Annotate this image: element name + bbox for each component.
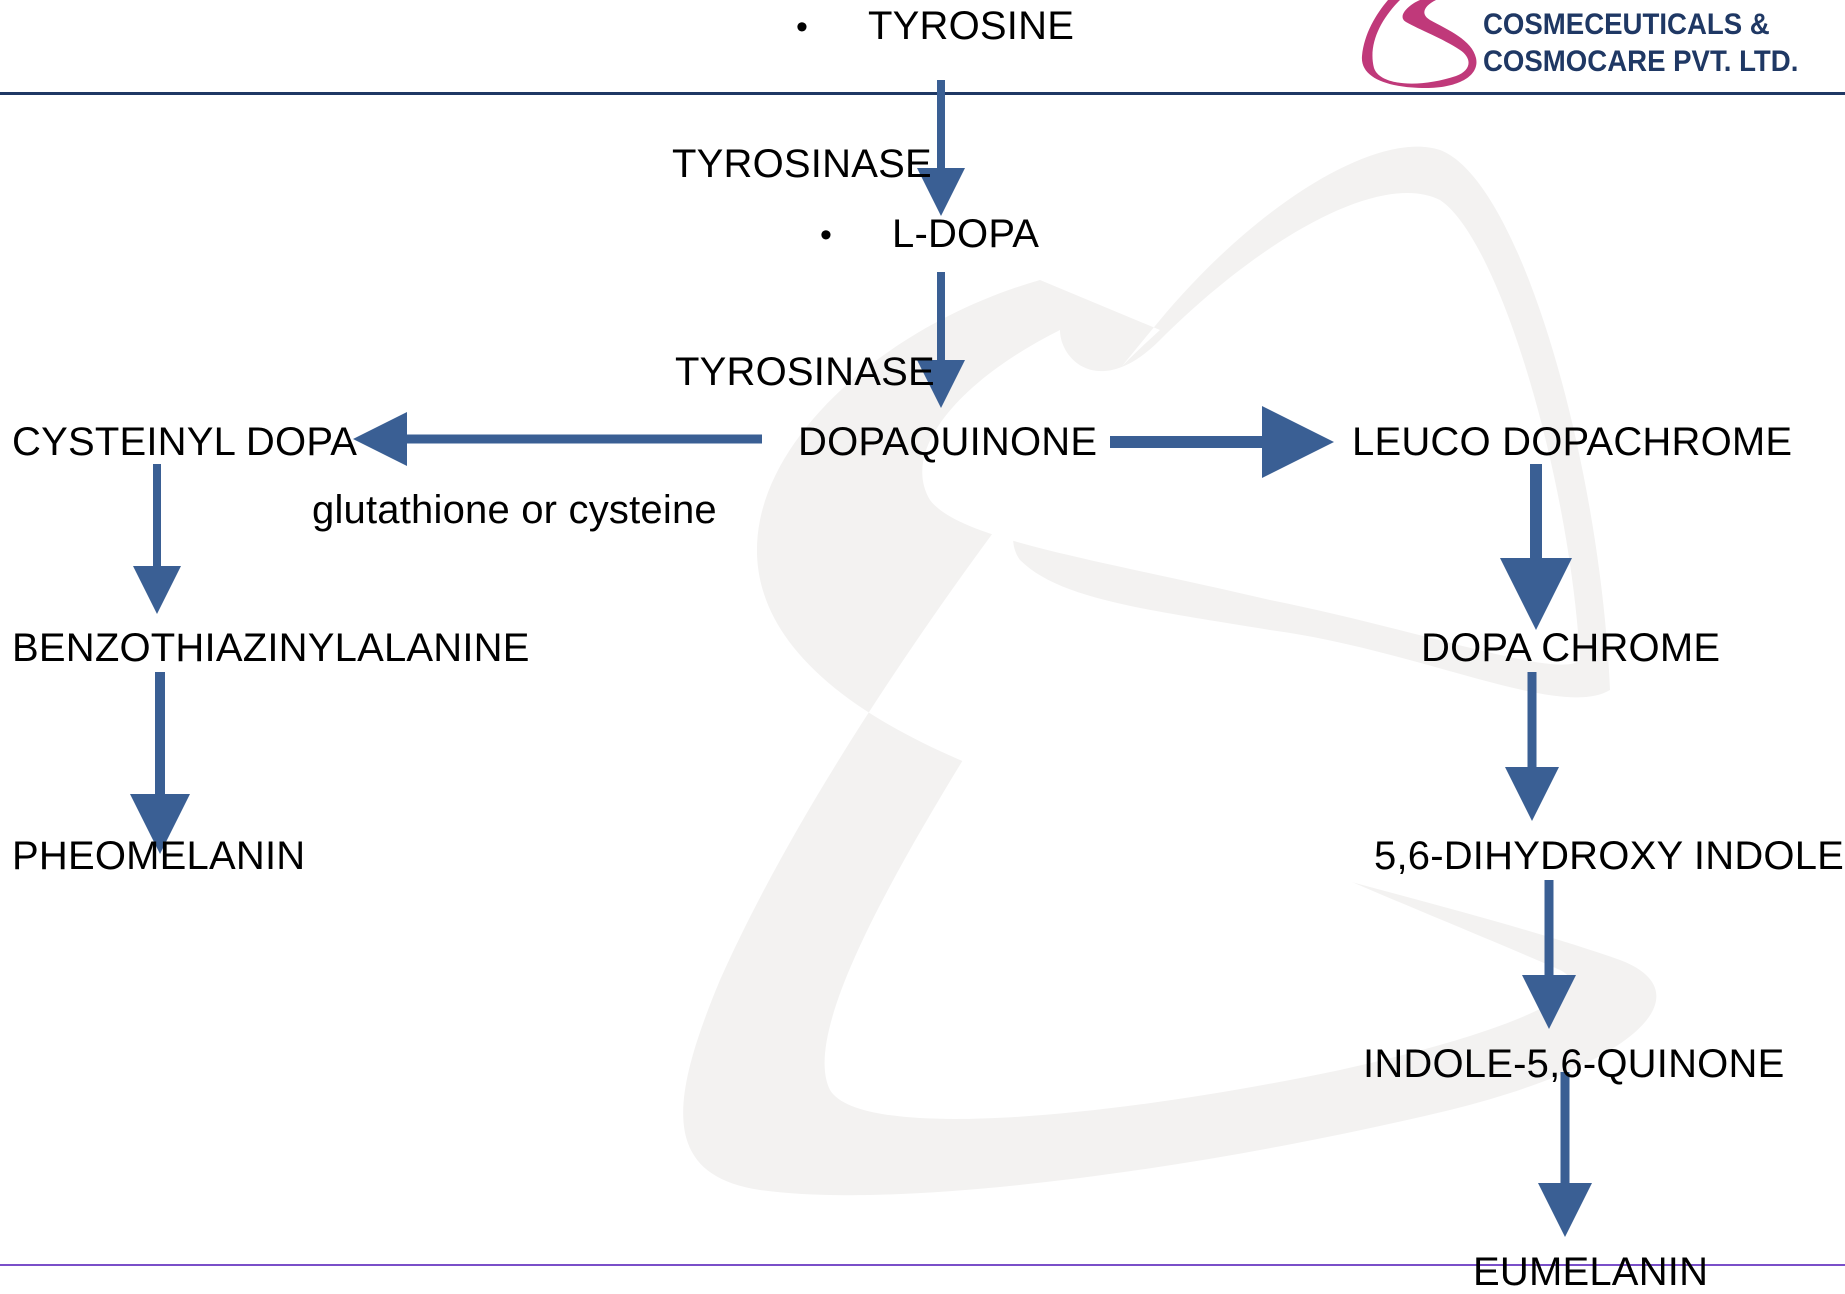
node-leuco-dopachrome: LEUCO DOPACHROME	[1352, 420, 1793, 464]
footer-rule	[0, 1264, 1845, 1266]
enzyme-label-1: TYROSINASE	[672, 142, 932, 186]
node-dopaquinone: DOPAQUINONE	[798, 420, 1098, 464]
header-rule	[0, 92, 1845, 95]
company-logo-icon	[1361, 0, 1477, 88]
bullet-icon: •	[796, 8, 808, 46]
node-tyrosine: TYROSINE	[868, 4, 1075, 48]
node-indole-quinone: INDOLE-5,6-QUINONE	[1363, 1042, 1785, 1086]
node-cysteinyl-dopa: CYSTEINYL DOPA	[12, 420, 358, 464]
node-dopa-chrome: DOPA CHROME	[1421, 626, 1721, 670]
company-name-line2: COSMOCARE PVT. LTD.	[1483, 45, 1799, 78]
node-dihydroxy-indole: 5,6-DIHYDROXY INDOLE	[1374, 834, 1845, 878]
node-pheomelanin: PHEOMELANIN	[12, 834, 306, 878]
node-eumelanin: EUMELANIN	[1473, 1250, 1709, 1294]
node-benzothiazinylalanine: BENZOTHIAZINYLALANINE	[12, 626, 530, 670]
bullet-icon: •	[820, 216, 832, 254]
company-name-line1: COSMECEUTICALS &	[1483, 8, 1770, 41]
reagent-label: glutathione or cysteine	[312, 488, 717, 532]
enzyme-label-2: TYROSINASE	[675, 350, 935, 394]
node-l-dopa: L-DOPA	[892, 212, 1040, 256]
